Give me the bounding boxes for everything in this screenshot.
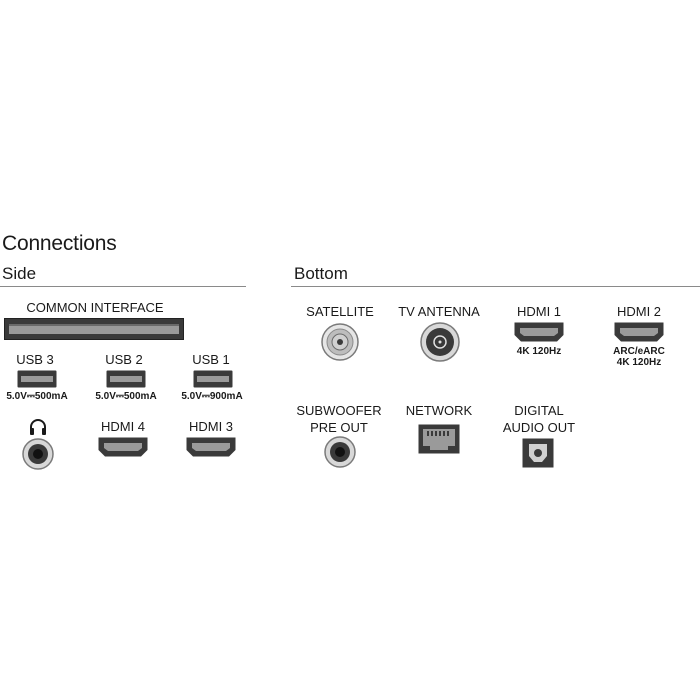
hdmi2-spec-arc: ARC/eARC — [613, 346, 665, 357]
hdmi2-label: HDMI 2 — [616, 304, 662, 319]
hdmi3-port-icon — [186, 437, 236, 457]
hdmi1-label: HDMI 1 — [516, 304, 562, 319]
common-interface-label: COMMON INTERFACE — [26, 300, 164, 315]
satellite-label: SATELLITE — [306, 304, 374, 319]
digital-audio-label-line2: AUDIO OUT — [502, 420, 576, 435]
usb2-spec: 5.0V⎓500mA — [95, 391, 157, 402]
common-interface-slot-icon — [4, 318, 184, 340]
digital-audio-label-line1: DIGITAL — [514, 403, 564, 418]
usb1-port-icon — [193, 370, 233, 388]
bottom-divider — [291, 286, 700, 287]
network-port-icon — [418, 424, 460, 454]
hdmi1-port-icon — [514, 322, 564, 342]
usb3-port-icon — [17, 370, 57, 388]
page-title: Connections — [2, 232, 117, 255]
network-label: NETWORK — [405, 403, 473, 418]
subwoofer-label-line2: PRE OUT — [310, 420, 368, 435]
usb3-label: USB 3 — [16, 352, 54, 367]
side-divider — [0, 286, 246, 287]
hdmi1-spec: 4K 120Hz — [516, 346, 562, 357]
usb1-spec: 5.0V⎓900mA — [181, 391, 243, 402]
usb3-spec: 5.0V⎓500mA — [6, 391, 68, 402]
usb2-label: USB 2 — [105, 352, 143, 367]
headphone-jack-icon — [22, 438, 54, 470]
hdmi2-port-icon — [614, 322, 664, 342]
tv-antenna-connector-icon — [420, 322, 460, 362]
satellite-connector-icon — [321, 323, 359, 361]
usb1-label: USB 1 — [192, 352, 230, 367]
hdmi3-label: HDMI 3 — [188, 419, 234, 434]
optical-audio-port-icon — [522, 438, 554, 468]
hdmi2-spec-res: 4K 120Hz — [616, 357, 662, 368]
hdmi4-label: HDMI 4 — [100, 419, 146, 434]
side-heading: Side — [2, 264, 37, 283]
usb2-port-icon — [106, 370, 146, 388]
subwoofer-label-line1: SUBWOOFER — [296, 403, 382, 418]
bottom-heading: Bottom — [294, 264, 348, 283]
hdmi4-port-icon — [98, 437, 148, 457]
tv-antenna-label: TV ANTENNA — [398, 304, 480, 319]
subwoofer-jack-icon — [324, 436, 356, 468]
headphone-icon — [30, 419, 46, 435]
